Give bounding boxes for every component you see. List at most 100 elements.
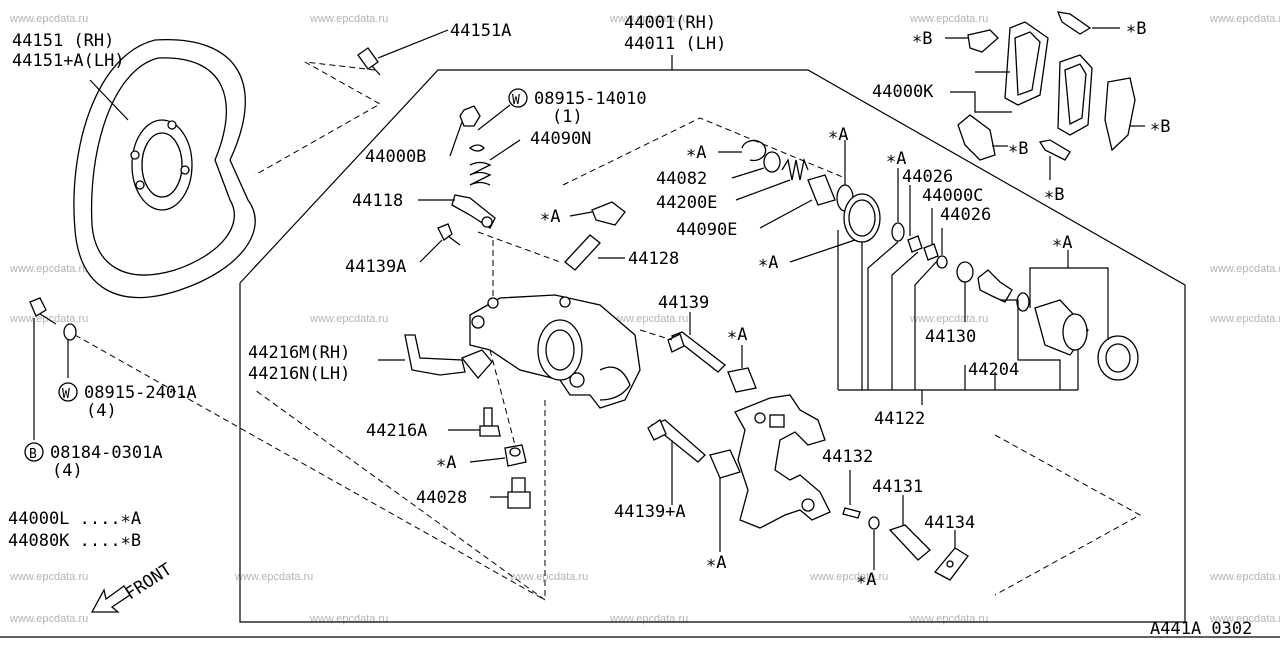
label-star-a: ∗A: [1052, 233, 1072, 253]
boot-44139: [727, 345, 757, 393]
diagram-code: A441A 0302: [1150, 619, 1252, 639]
label-44128: 44128: [628, 249, 679, 269]
label-44001-rh: 44001(RH): [624, 13, 716, 33]
label-08915-2401a: 08915-2401A: [84, 383, 197, 403]
label-star-b: ∗B: [1044, 185, 1064, 205]
label-08915-14010-qty: (1): [552, 107, 583, 127]
label-44139: 44139: [658, 293, 709, 313]
label-star-a: ∗A: [706, 553, 726, 573]
boot-44139-a: [709, 449, 741, 552]
bolt-44131: [868, 495, 931, 570]
label-44200e: 44200E: [656, 193, 717, 213]
label-08915-14010: 08915-14010: [534, 89, 647, 109]
plate-44134: [933, 530, 969, 581]
label-44118: 44118: [352, 191, 403, 211]
label-08915-2401a-qty: (4): [86, 401, 117, 421]
caliper-body: [469, 294, 641, 409]
label-star-b: ∗B: [1008, 139, 1028, 159]
legend-kit-b: 44080K ....∗B: [8, 531, 141, 551]
label-44151-lh: 44151+A(LH): [12, 51, 125, 71]
label-44082: 44082: [656, 169, 707, 189]
legend-kit-a: 44000L ....∗A: [8, 509, 141, 529]
label-08184-0301a: 08184-0301A: [50, 443, 163, 463]
label-44132: 44132: [822, 447, 873, 467]
label-44090n: 44090N: [530, 129, 591, 149]
label-star-a: ∗A: [856, 570, 876, 590]
label-44028: 44028: [416, 488, 467, 508]
watermark: www.epcdata.ru: [234, 571, 313, 583]
label-star-a: ∗A: [758, 253, 778, 273]
watermark: www.epcdata.ru: [1209, 313, 1280, 325]
watermark: www.epcdata.ru: [609, 13, 688, 25]
piston-kit: [718, 139, 1139, 405]
label-44000k: 44000K: [872, 82, 934, 102]
label-star-b: ∗B: [1150, 117, 1170, 137]
watermark: www.epcdata.ru: [909, 613, 988, 625]
watermark: www.epcdata.ru: [9, 263, 88, 275]
bracket-44118: [418, 194, 496, 229]
bolt-44151a: [254, 29, 449, 176]
watermark: www.epcdata.ru: [9, 13, 88, 25]
w-mark: W: [512, 93, 520, 108]
boot-star-a: [469, 444, 527, 467]
clips-star-b: [945, 11, 1145, 180]
label-44216n-lh: 44216N(LH): [248, 364, 350, 384]
label-44000b: 44000B: [365, 147, 426, 167]
nut-44000b: [449, 105, 481, 157]
bleeder-44128: [564, 201, 626, 271]
watermark: www.epcdata.ru: [509, 571, 588, 583]
watermark: www.epcdata.ru: [909, 13, 988, 25]
label-44204: 44204: [968, 360, 1019, 380]
label-star-a: ∗A: [828, 125, 848, 145]
front-arrow-icon: [90, 585, 131, 613]
watermark: www.epcdata.ru: [1209, 571, 1280, 583]
label-44134: 44134: [924, 513, 975, 533]
label-44000c: 44000C: [922, 186, 983, 206]
watermark: www.epcdata.ru: [1209, 263, 1280, 275]
pin-44139-a: [647, 419, 706, 505]
label-star-a: ∗A: [727, 325, 747, 345]
watermark: www.epcdata.ru: [1209, 13, 1280, 25]
label-44139a: 44139A: [345, 257, 406, 277]
label-44216a: 44216A: [366, 421, 427, 441]
watermark: www.epcdata.ru: [1209, 613, 1280, 625]
backing-plate-44151: [73, 39, 256, 299]
bolt-08184: [29, 297, 57, 440]
washer-08915: [63, 323, 77, 378]
pin-44132: [842, 470, 861, 519]
bracket-44216m: [378, 334, 493, 380]
label-44151-rh: 44151 (RH): [12, 31, 114, 51]
watermark: www.epcdata.ru: [609, 313, 688, 325]
bolt-44216a: [448, 407, 501, 437]
label-08184-0301a-qty: (4): [52, 461, 83, 481]
w-mark: W: [62, 387, 70, 402]
label-star-a: ∗A: [886, 149, 906, 169]
pin-44139: [667, 312, 726, 373]
watermark: www.epcdata.ru: [809, 571, 888, 583]
label-44011-lh: 44011 (LH): [624, 34, 726, 54]
label-star-b: ∗B: [1126, 19, 1146, 39]
watermark: www.epcdata.ru: [309, 13, 388, 25]
b-mark: B: [29, 447, 37, 462]
label-44131: 44131: [872, 477, 923, 497]
label-star-a: ∗A: [686, 143, 706, 163]
brake-pads-44000k: [950, 21, 1093, 136]
bolt-44139a: [419, 223, 461, 263]
label-44139-a: 44139+A: [614, 502, 686, 522]
label-star-b: ∗B: [912, 29, 932, 49]
watermark: www.epcdata.ru: [9, 613, 88, 625]
plug-44028: [490, 477, 531, 509]
watermark: www.epcdata.ru: [309, 313, 388, 325]
spring-44090n: [468, 139, 521, 186]
watermark: www.epcdata.ru: [609, 613, 688, 625]
assembly-outline: [239, 69, 1186, 623]
label-44122: 44122: [874, 409, 925, 429]
label-44130: 44130: [925, 327, 976, 347]
front-label: FRONT: [122, 560, 176, 605]
label-44026-2: 44026: [940, 205, 991, 225]
torque-member: [734, 394, 831, 529]
label-star-a: ∗A: [540, 207, 560, 227]
label-44151a: 44151A: [450, 21, 511, 41]
